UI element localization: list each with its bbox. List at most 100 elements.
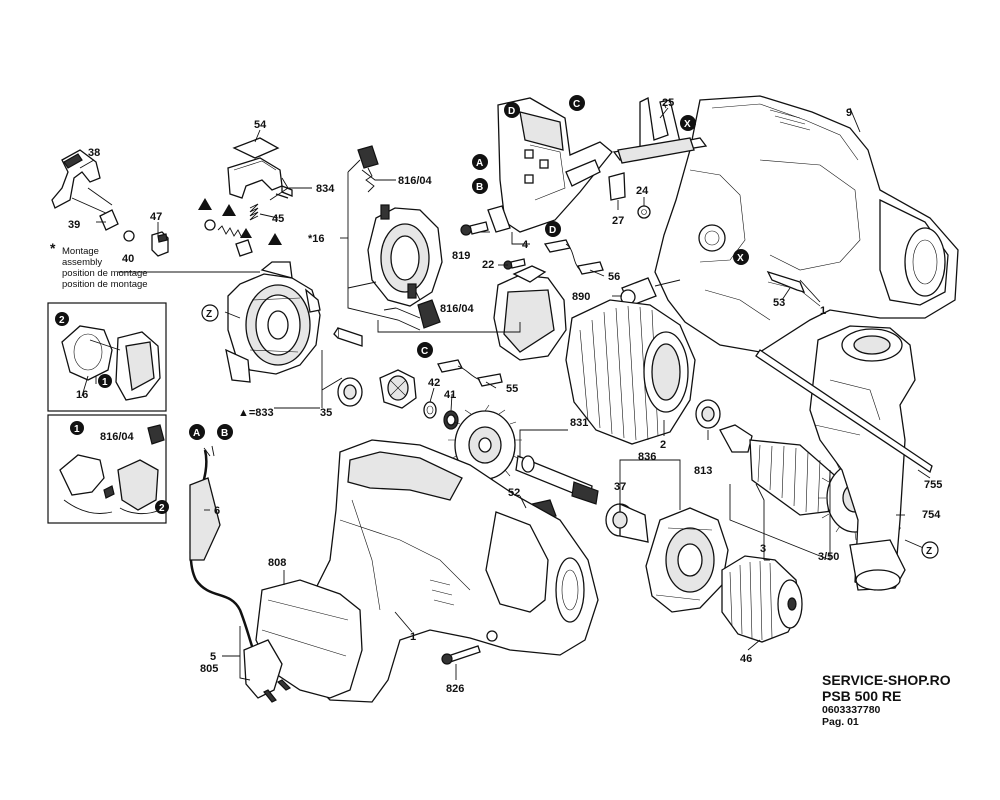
label-890: 890 [572,291,590,303]
label-41: 41 [444,389,456,401]
brush-plate-left [225,261,321,383]
label-42: 42 [428,377,440,389]
label-39: 39 [68,219,80,231]
label-754: 754 [922,509,941,521]
label-1-body: 1 [410,631,416,643]
wire-56 [543,239,604,275]
label-16: 16 [76,389,88,401]
part-24-27 [608,172,651,219]
part-47-button [151,231,169,257]
bearing-37 [605,503,649,543]
title-block: SERVICE-SHOP.RO PSB 500 RE 0603337780 Pa… [822,672,992,728]
part-53-clip [766,270,806,293]
svg-text:Z: Z [926,546,932,557]
article-number: 0603337780 [822,704,881,716]
label-1-top: 1 [820,305,826,317]
part-40-ball [123,230,135,242]
spindle-831 [515,455,599,505]
brush-spring-set [204,219,253,257]
callout-d-top: D [504,102,520,118]
callout-2-box-a: 2 [55,312,69,326]
callout-c-mid: C [417,342,433,358]
svg-text:B: B [221,428,228,439]
label-38: 38 [88,147,100,159]
callout-z-left: Z [201,304,219,322]
motor-housing-1 [299,439,599,703]
callout-a-switch: A [472,154,488,170]
capacitor-890 [620,277,681,307]
label-819: 819 [452,250,470,262]
callout-x-top: X [680,115,696,131]
plug-805 [243,639,292,703]
svg-text:C: C [573,99,580,110]
label-40: 40 [122,253,134,265]
aux-handle-754 [809,325,916,591]
label-833: ▲=833 [238,407,274,419]
svg-text:X: X [737,253,744,264]
label-836: 836 [638,451,656,463]
gear-housing-836 [645,507,729,613]
label-52: 52 [508,487,520,499]
carbon-brush-top [357,145,379,193]
note-line-1: Montage [62,246,99,257]
housing-half-9 [654,95,959,353]
svg-text:A: A [193,428,200,439]
label-24: 24 [636,185,649,197]
part-labels: 38 39 40 47 54 834 45 816/04 *16 816/04 … [68,97,942,695]
label-53: 53 [773,297,785,309]
callout-x-mid: X [733,249,749,265]
detail-box-16 [47,302,167,412]
label-5: 5 [210,651,216,663]
svg-text:1: 1 [74,424,80,435]
label-816-04-mid: 816/04 [440,303,475,315]
label-831: 831 [570,417,588,429]
label-6: 6 [214,505,220,517]
pin-833 [333,327,363,347]
note-line-3: position de montage [62,268,148,279]
leader-lines [79,107,931,681]
note-line-2: assembly [62,257,102,268]
field-stator-2 [565,299,696,445]
gear-main [448,404,522,485]
label-56: 56 [608,271,620,283]
label-3-50: 3/50 [818,551,839,563]
switch-4 [487,97,613,233]
svg-text:C: C [421,346,428,357]
label-813: 813 [694,465,712,477]
label-9: 9 [846,107,852,119]
label-35: 35 [320,407,332,419]
label-25: 25 [662,97,674,109]
shop-name: SERVICE-SHOP.RO [822,672,951,688]
label-47: 47 [150,211,162,223]
svg-text:2: 2 [59,315,65,326]
callout-b-cable: B [217,424,233,440]
callout-2-box-b: 2 [155,500,169,514]
carbon-brush-bottom [415,291,441,329]
callout-a-cable: A [189,424,205,440]
assembly-note: * Montage assembly position de montage p… [50,240,148,290]
part-54-cover [227,137,283,199]
depth-rod-755 [755,349,933,474]
svg-text:2: 2 [159,503,165,514]
label-816-04-top: 816/04 [398,175,433,187]
svg-text:Z: Z [206,309,212,320]
bearing-35 [337,377,363,407]
brush-holder-ring [493,265,567,361]
callout-d-mid: D [545,221,561,237]
label-54: 54 [254,119,267,131]
callout-b-switch: B [472,178,488,194]
label-45: 45 [272,213,284,225]
svg-text:X: X [684,119,691,130]
callout-1-box-b: 1 [70,421,84,435]
screw-22 [503,258,526,270]
label-37: 37 [614,481,626,493]
part-25-lever [612,97,708,164]
brush-holder-16 [367,204,443,307]
gear-nut [379,369,417,409]
label-4: 4 [522,239,529,251]
label-3: 3 [760,543,766,555]
bearing-813 [695,399,721,429]
label-805: 805 [200,663,218,675]
label-755: 755 [924,479,942,491]
